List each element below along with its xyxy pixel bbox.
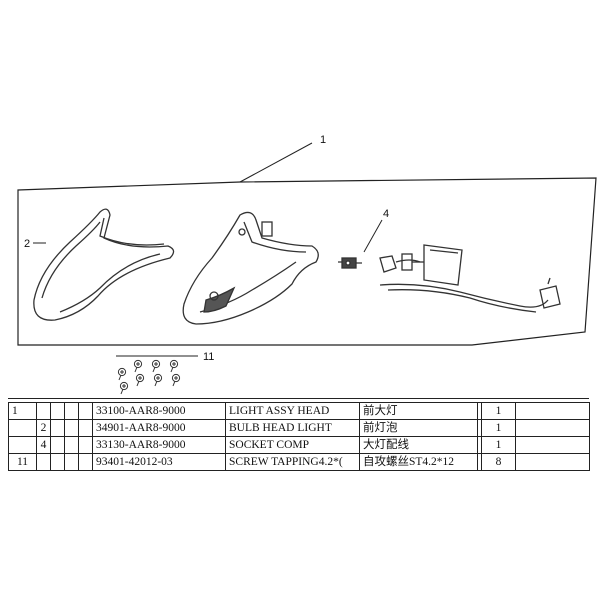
note (515, 436, 590, 454)
callout-11: 11 (203, 351, 214, 363)
table-row: 11 93401-42012-03 SCREW TAPPING4.2*( 自攻螺… (8, 453, 590, 471)
assembly-outline (17, 177, 597, 346)
description-cn: 自攻螺丝ST4.2*12 (359, 453, 478, 471)
ref-level-5 (78, 402, 93, 420)
quantity: 8 (481, 453, 516, 471)
ref-level-1 (8, 436, 37, 454)
ref-level-2 (36, 453, 51, 471)
callout-1: 1 (320, 134, 326, 146)
description-cn: 前大灯 (359, 402, 478, 420)
description-en: BULB HEAD LIGHT (225, 419, 360, 437)
table-row: 4 33130-AAR8-9000 SOCKET COMP 大灯配线 1 (8, 436, 590, 454)
callout-leader-1 (239, 142, 313, 183)
description-en: LIGHT ASSY HEAD (225, 402, 360, 420)
ref-level-2 (36, 402, 51, 420)
description-en: SCREW TAPPING4.2*( (225, 453, 360, 471)
table-row: 1 33100-AAR8-9000 LIGHT ASSY HEAD 前大灯 1 (8, 402, 590, 420)
quantity: 1 (481, 436, 516, 454)
ref-level-3 (50, 419, 65, 437)
table-top-rule (8, 398, 589, 399)
part-number: 33100-AAR8-9000 (92, 402, 226, 420)
ref-level-2: 4 (36, 436, 51, 454)
ref-level-4 (64, 436, 79, 454)
description-en: SOCKET COMP (225, 436, 360, 454)
ref-level-3 (50, 402, 65, 420)
head-light-housing (182, 211, 319, 325)
note (515, 419, 590, 437)
callout-leader-4 (363, 219, 383, 253)
quantity: 1 (481, 419, 516, 437)
ref-level-1: 1 (8, 402, 37, 420)
ref-level-3 (50, 453, 65, 471)
ref-level-3 (50, 436, 65, 454)
ref-level-5 (78, 419, 93, 437)
quantity: 1 (481, 402, 516, 420)
part-number: 33130-AAR8-9000 (92, 436, 226, 454)
note (515, 402, 590, 420)
socket-wiring (379, 244, 561, 313)
ref-level-1: 11 (8, 453, 37, 471)
ref-level-2: 2 (36, 419, 51, 437)
ref-level-1 (8, 419, 37, 437)
description-cn: 前灯泡 (359, 419, 478, 437)
callout-2: 2 (24, 238, 30, 250)
tapping-screws (117, 359, 181, 395)
note (515, 453, 590, 471)
part-number: 34901-AAR8-9000 (92, 419, 226, 437)
parts-table: 1 33100-AAR8-9000 LIGHT ASSY HEAD 前大灯 1 … (8, 402, 590, 471)
head-light-bulb (338, 257, 362, 269)
description-cn: 大灯配线 (359, 436, 478, 454)
ref-level-5 (78, 436, 93, 454)
ref-level-4 (64, 402, 79, 420)
head-light-lens (33, 208, 175, 321)
ref-level-5 (78, 453, 93, 471)
callout-4: 4 (383, 208, 389, 220)
ref-level-4 (64, 419, 79, 437)
ref-level-4 (64, 453, 79, 471)
table-row: 2 34901-AAR8-9000 BULB HEAD LIGHT 前灯泡 1 (8, 419, 590, 437)
part-number: 93401-42012-03 (92, 453, 226, 471)
exploded-parts-diagram: 1 2 4 11 (17, 134, 597, 395)
